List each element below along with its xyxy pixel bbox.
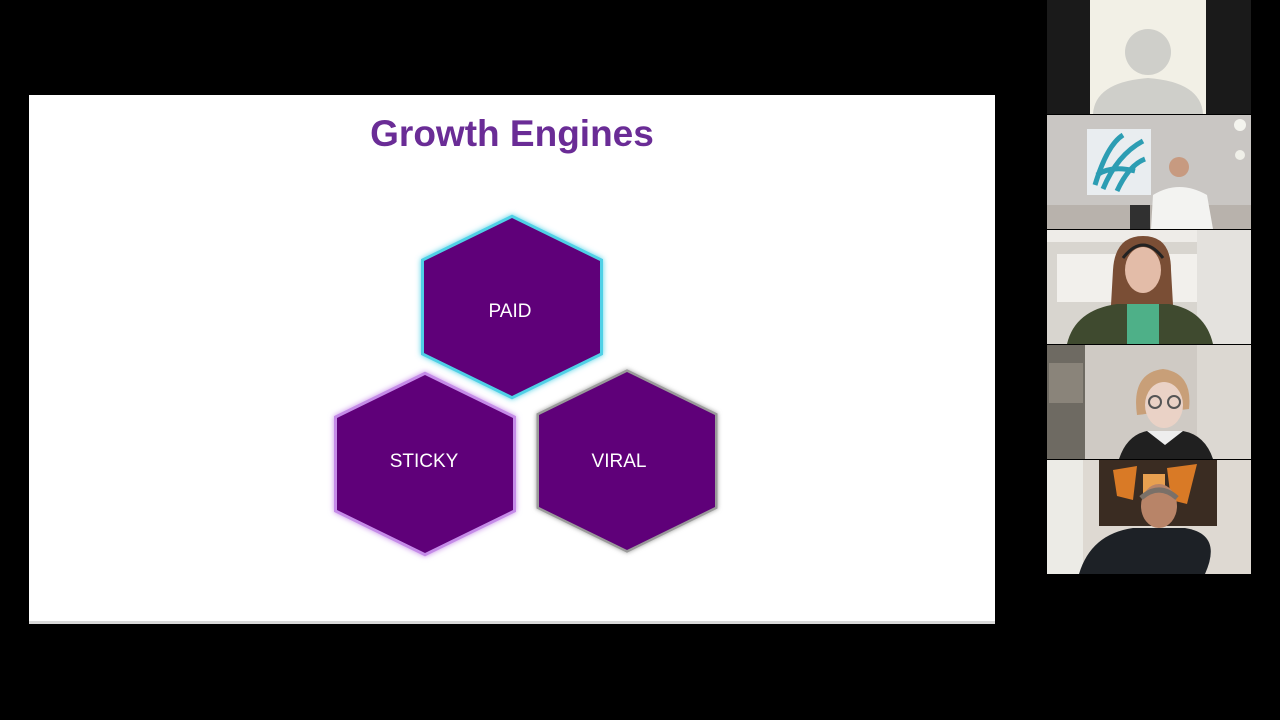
hexagon-paid: PAID	[421, 214, 603, 400]
hexagon-sticky-shape	[337, 375, 513, 553]
camera-feed-icon	[1047, 345, 1251, 459]
hexagon-viral-shape	[539, 372, 715, 550]
participant-tile-3[interactable]	[1047, 230, 1251, 344]
hexagon-sticky: STICKY	[334, 371, 516, 557]
slide-title: Growth Engines	[370, 113, 654, 154]
participant-tile-2[interactable]	[1047, 115, 1251, 229]
participant-tile-5[interactable]	[1047, 460, 1251, 574]
person-silhouette-icon	[1093, 29, 1203, 114]
participant-tile-4[interactable]	[1047, 345, 1251, 459]
hexagon-viral: VIRAL	[536, 369, 718, 553]
hexagon-sticky-label: STICKY	[390, 451, 459, 472]
hexagon-viral-label: VIRAL	[592, 451, 647, 472]
participants-panel	[1047, 0, 1251, 574]
participant-tile-1[interactable]	[1047, 0, 1251, 114]
hexagon-paid-label: PAID	[489, 301, 532, 322]
camera-feed-icon	[1047, 460, 1251, 574]
camera-feed-icon	[1047, 115, 1251, 229]
growth-engines-diagram: PAID STICKY VIRAL	[334, 214, 718, 557]
shared-slide: Growth Engines PAID	[29, 95, 995, 624]
camera-feed-icon	[1047, 230, 1251, 344]
hexagon-paid-shape	[424, 218, 600, 396]
